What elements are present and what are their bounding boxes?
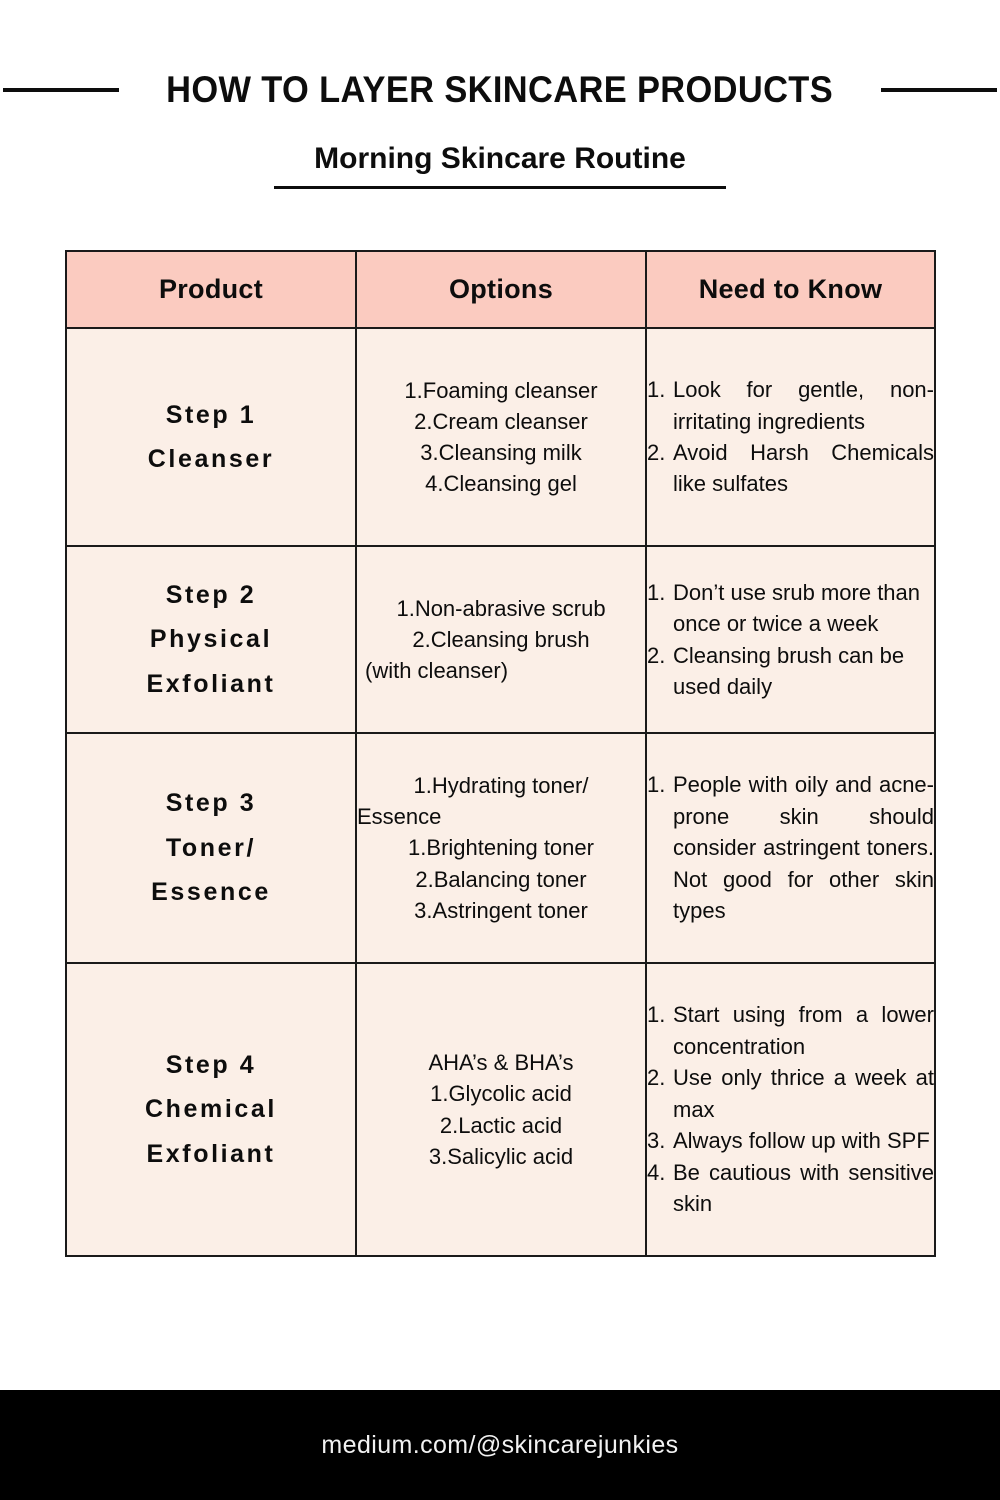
table-header-row: Product Options Need to Know — [65, 250, 936, 329]
product-name-label-line1: Chemical — [145, 1095, 277, 1124]
options-note: (with cleanser) — [365, 658, 509, 684]
skincare-routine-table: Product Options Need to Know Step 1 Clea… — [65, 250, 936, 1257]
list-marker — [425, 468, 443, 499]
column-header-options-label: Options — [448, 274, 554, 304]
options-list: Non-abrasive scrub Cleansing brush — [357, 593, 645, 655]
product-name-label: Cleanser — [147, 445, 275, 473]
cell-need-to-know-step2: Don’t use srub more than once or twice a… — [645, 545, 936, 734]
options-intro-line1: 1.Hydrating toner/ — [413, 772, 589, 798]
options-intro-line2: Essence — [357, 804, 442, 830]
product-name-label-line1: Physical — [149, 625, 273, 654]
list-marker — [414, 406, 432, 437]
need-to-know-list: Look for gentle, non-irritating ingredie… — [647, 374, 934, 500]
list-item: Cleansing brush — [357, 624, 645, 655]
title-rule-right — [880, 88, 997, 92]
list-item: Cleansing milk — [357, 437, 645, 468]
list-item: Brightening toner — [357, 832, 645, 863]
list-marker — [408, 832, 426, 863]
list-item: Non-abrasive scrub — [357, 593, 645, 624]
cell-product-step2: Step 2 Physical Exfoliant — [65, 545, 357, 734]
list-item: Salicylic acid — [357, 1141, 645, 1172]
table-head: Product Options Need to Know — [65, 250, 936, 329]
product-step-label: Step 1 — [165, 400, 257, 429]
column-header-need-to-know: Need to Know — [645, 250, 936, 329]
list-item: Glycolic acid — [357, 1078, 645, 1109]
cell-options-step3: 1.Hydrating toner/ Essence Brightening t… — [355, 732, 647, 964]
product-name-label-line2: Exfoliant — [146, 1139, 276, 1168]
table-row: Step 4 Chemical Exfoliant AHA’s & BHA’s … — [65, 962, 936, 1257]
list-marker — [396, 593, 414, 624]
options-list: Glycolic acid Lactic acid Salicylic acid — [357, 1078, 645, 1172]
list-item: Don’t use srub more than once or twice a… — [647, 577, 921, 637]
list-item: Start using from a lower concentration — [647, 999, 934, 1059]
list-item: Avoid Harsh Chemicals like sulfates — [647, 437, 934, 497]
column-header-product: Product — [65, 250, 357, 329]
list-marker — [430, 1078, 448, 1109]
cell-options-step1: Foaming cleanser Cream cleanser Cleansin… — [355, 327, 647, 547]
page-subtitle: Morning Skincare Routine — [274, 142, 726, 189]
product-name-label-line1: Toner/ — [165, 833, 257, 862]
list-item: Use only thrice a week at max — [647, 1062, 934, 1122]
column-header-options: Options — [355, 250, 647, 329]
list-item: Cream cleanser — [357, 406, 645, 437]
options-list: Foaming cleanser Cream cleanser Cleansin… — [357, 375, 645, 500]
cell-product-step4: Step 4 Chemical Exfoliant — [65, 962, 357, 1257]
table-body: Step 1 Cleanser Foaming cleanser Cream c… — [65, 327, 936, 1257]
cell-options-step4: AHA’s & BHA’s Glycolic acid Lactic acid … — [355, 962, 647, 1257]
list-item: Look for gentle, non-irritating ingredie… — [647, 374, 934, 434]
cell-options-step2: Non-abrasive scrub Cleansing brush (with… — [355, 545, 647, 734]
cell-need-to-know-step1: Look for gentle, non-irritating ingredie… — [645, 327, 936, 547]
footer-bar: medium.com/@skincarejunkies — [0, 1390, 1000, 1500]
list-item: Balancing toner — [357, 864, 645, 895]
list-marker — [420, 437, 438, 468]
options-intro: AHA’s & BHA’s — [428, 1050, 574, 1076]
list-item: Astringent toner — [357, 895, 645, 926]
title-rule-left — [3, 88, 120, 92]
table-row: Step 2 Physical Exfoliant Non-abrasive s… — [65, 545, 936, 734]
list-item: Be cautious with sensitive skin — [647, 1157, 934, 1217]
page-title-row: HOW TO LAYER SKINCARE PRODUCTS — [0, 62, 1000, 118]
list-item: Lactic acid — [357, 1110, 645, 1141]
cell-need-to-know-step4: Start using from a lower concentration U… — [645, 962, 936, 1257]
product-step-label: Step 3 — [165, 789, 257, 818]
list-item: Foaming cleanser — [357, 375, 645, 406]
list-item: Always follow up with SPF — [647, 1125, 930, 1157]
list-item: People with oily and acne-prone skin sho… — [647, 769, 934, 924]
cell-product-step3: Step 3 Toner/ Essence — [65, 732, 357, 964]
need-to-know-list: Start using from a lower concentration U… — [647, 999, 934, 1219]
list-marker — [404, 375, 422, 406]
cell-product-step1: Step 1 Cleanser — [65, 327, 357, 547]
list-item: Cleansing brush can be used daily — [647, 640, 905, 699]
options-list: Brightening toner Balancing toner Astrin… — [357, 832, 645, 926]
list-marker — [415, 864, 433, 895]
list-item: Cleansing gel — [357, 468, 645, 499]
column-header-product-label: Product — [158, 274, 264, 304]
list-marker — [414, 895, 432, 926]
table-row: Step 1 Cleanser Foaming cleanser Cream c… — [65, 327, 936, 547]
product-step-label: Step 4 — [165, 1050, 257, 1079]
product-step-label: Step 2 — [165, 580, 257, 609]
cell-need-to-know-step3: People with oily and acne-prone skin sho… — [645, 732, 936, 964]
column-header-need-to-know-label: Need to Know — [698, 274, 883, 304]
footer-credit: medium.com/@skincarejunkies — [321, 1430, 679, 1459]
need-to-know-list: People with oily and acne-prone skin sho… — [647, 769, 934, 926]
list-marker — [429, 1141, 447, 1172]
page-title: HOW TO LAYER SKINCARE PRODUCTS — [166, 69, 834, 110]
list-marker — [412, 624, 430, 655]
table-row: Step 3 Toner/ Essence 1.Hydrating toner/… — [65, 732, 936, 964]
product-name-label-line2: Essence — [151, 878, 271, 907]
list-marker — [440, 1110, 458, 1141]
page-subtitle-wrap: Morning Skincare Routine — [0, 142, 1000, 189]
product-name-label-line2: Exfoliant — [146, 669, 276, 698]
need-to-know-list: Don’t use srub more than once or twice a… — [647, 577, 934, 703]
